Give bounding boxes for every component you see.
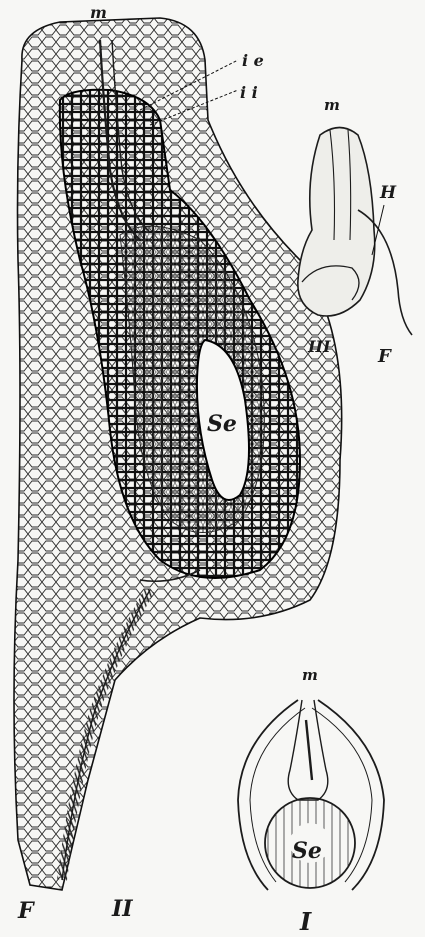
label-se-main: Se — [207, 411, 237, 437]
label-iii: III — [307, 337, 331, 356]
label-f-main: F — [17, 898, 35, 924]
label-i-roman: I — [299, 907, 312, 936]
label-f-small: F — [377, 346, 392, 367]
label-ii-roman: II — [111, 896, 133, 922]
label-m-small: m — [324, 96, 340, 114]
label-h: H — [379, 183, 397, 203]
figure-i-cross-section: m Se I — [238, 666, 384, 936]
label-ie: i e — [242, 51, 264, 70]
label-m-main: m — [90, 3, 107, 22]
label-ii: i i — [240, 83, 258, 102]
figure-ii-longitudinal-section: m i e i i Se F II — [14, 3, 342, 924]
ovule-body — [298, 128, 375, 317]
label-m-bottom: m — [302, 666, 318, 684]
label-se-bottom: Se — [292, 838, 322, 864]
